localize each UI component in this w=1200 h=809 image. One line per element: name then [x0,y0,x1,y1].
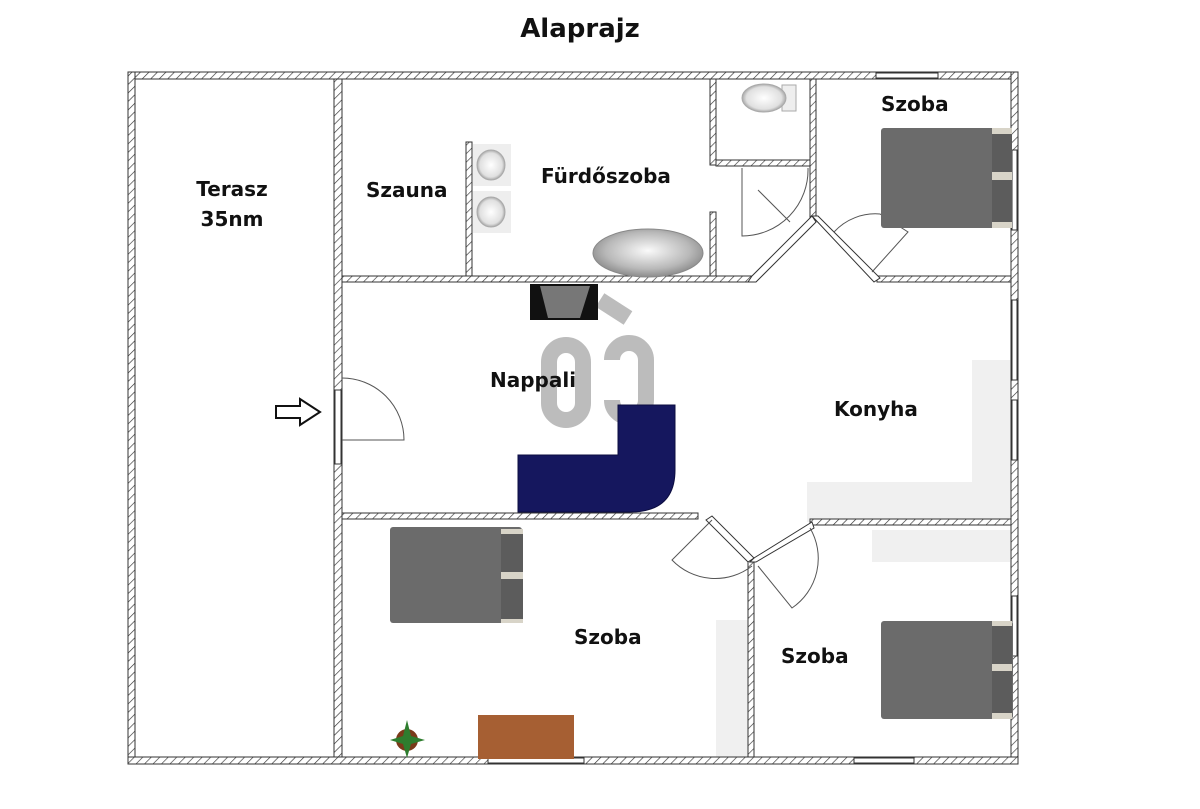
desk-icon [478,715,574,759]
windows [334,72,1018,764]
bed-icon [881,128,1012,228]
room-label-terasz: Terasz 35nm [180,174,284,234]
room-area: 35nm [200,207,264,231]
sofa-icon [517,404,676,513]
door-swings [341,167,909,609]
room-label-szoba-bottom-center: Szoba [574,625,642,649]
room-name: Terasz [196,177,268,201]
bed-icon [881,621,1013,719]
kitchen-counter [807,360,1014,562]
sink-icon [473,191,511,233]
toilet-icon [741,83,797,113]
tv-icon [530,284,598,320]
room-label-szoba-bottom-right: Szoba [781,644,849,668]
room-label-szauna: Szauna [366,178,448,202]
bed-icon [390,527,523,623]
room-label-szoba-top-right: Szoba [881,92,949,116]
wardrobe [716,620,750,758]
sink-icon [473,144,511,186]
plant-icon [390,720,425,758]
room-label-furdoszoba: Fürdőszoba [541,164,671,188]
room-label-nappali: Nappali [490,368,577,392]
entrance-arrow-icon [275,397,322,427]
room-label-konyha: Konyha [834,397,918,421]
page-title: Alaprajz [520,14,640,44]
diagonal-walls [705,215,881,563]
bathtub-icon [592,228,704,278]
